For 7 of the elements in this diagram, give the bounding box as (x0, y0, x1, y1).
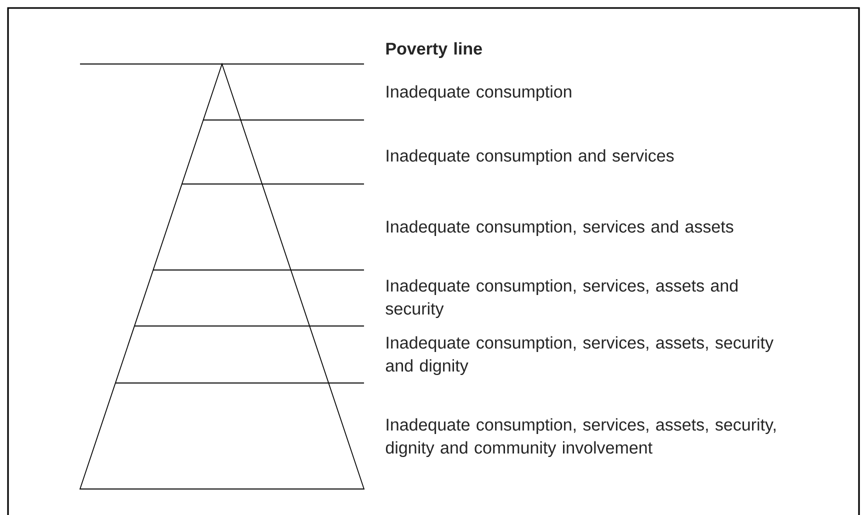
heading: Poverty line (386, 42, 482, 58)
level-label: Inadequate consumption and services (386, 149, 674, 166)
level-label: Inadequate consumption (386, 85, 572, 102)
level-label: Inadequate consumption, services, assets and security (386, 279, 738, 318)
level-label: Inadequate consumption, services, assets, security and dignity (386, 336, 774, 376)
level-label: Inadequate consumption, services, assets, security, dignity and community involvement (386, 418, 776, 458)
level-label: Inadequate consumption, services and assets (386, 220, 734, 236)
